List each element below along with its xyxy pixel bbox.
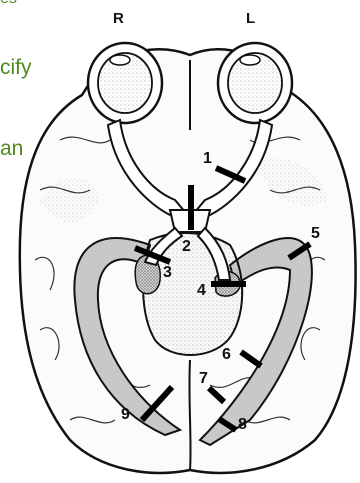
- right-side-label: R: [113, 10, 124, 27]
- lesion-label-2: 2: [182, 238, 191, 255]
- eye-left: [218, 43, 292, 123]
- eye-right: [88, 43, 162, 123]
- lesion-label-8: 8: [238, 416, 247, 433]
- lesion-label-3: 3: [163, 264, 172, 281]
- lesion-label-6: 6: [222, 346, 231, 363]
- left-side-label: L: [246, 10, 255, 27]
- lesion-label-5: 5: [311, 225, 320, 242]
- lesion-label-9: 9: [121, 406, 130, 423]
- lesion-label-4: 4: [197, 282, 206, 299]
- lesion-label-7: 7: [199, 370, 208, 387]
- lesion-label-1: 1: [203, 150, 212, 167]
